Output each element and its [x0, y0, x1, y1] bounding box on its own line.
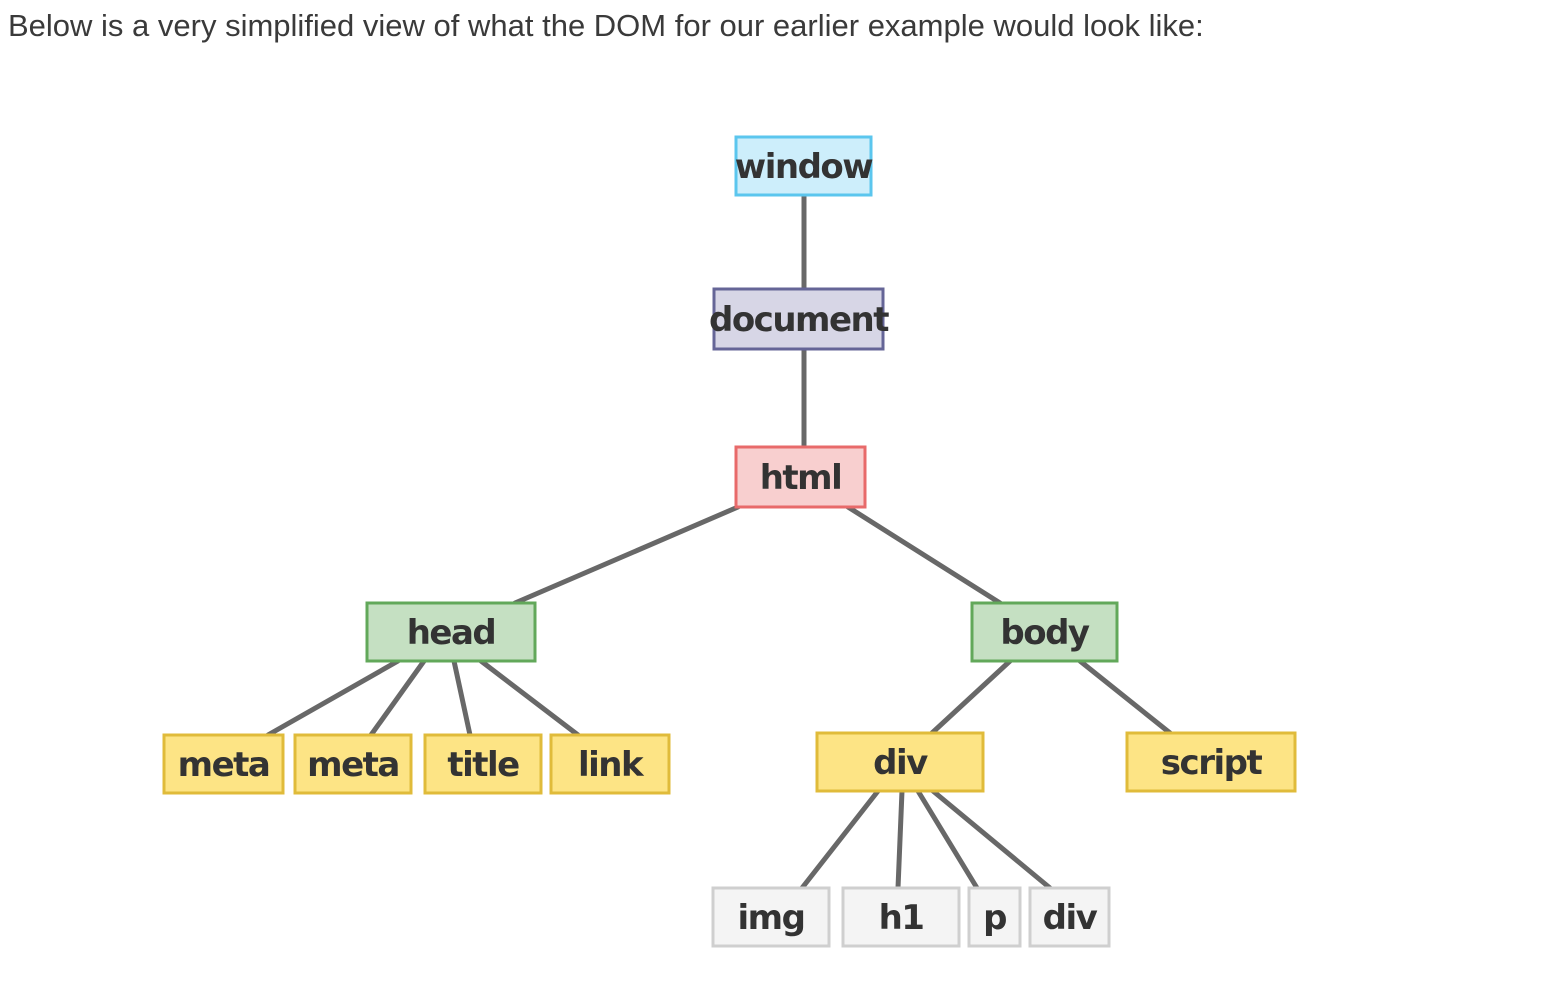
- edge-head-to-meta1: [265, 658, 401, 738]
- node-div2: div: [1028, 886, 1111, 948]
- node-label-h1: h1: [879, 898, 924, 938]
- node-meta2: meta: [293, 733, 413, 795]
- node-label-div1: div: [873, 743, 928, 783]
- node-html: html: [734, 445, 867, 509]
- edge-div1-to-p: [915, 788, 980, 891]
- node-box-link: [549, 733, 671, 795]
- edge-body-to-div1: [929, 658, 1013, 736]
- edge-div1-to-h1: [895, 788, 905, 891]
- node-title: title: [423, 733, 543, 795]
- node-document: document: [709, 287, 891, 351]
- node-label-img: img: [738, 898, 805, 938]
- edge-div1-to-img: [799, 788, 881, 891]
- node-div1: div: [815, 731, 985, 793]
- tree-edges: [265, 192, 1173, 891]
- node-box-body: [970, 601, 1119, 663]
- node-box-div2: [1028, 886, 1111, 948]
- node-box-title: [423, 733, 543, 795]
- node-box-html: [734, 445, 867, 509]
- node-box-head: [365, 601, 537, 663]
- node-body: body: [970, 601, 1119, 663]
- node-box-meta1: [162, 733, 285, 795]
- node-label-window: window: [735, 147, 873, 187]
- node-meta1: meta: [162, 733, 285, 795]
- node-label-link: link: [578, 745, 645, 785]
- edge-head-to-link: [478, 658, 581, 738]
- node-img: img: [711, 886, 831, 948]
- node-box-window: [734, 135, 873, 197]
- edge-div1-to-div2: [930, 788, 1053, 891]
- edge-html-to-body: [845, 504, 1003, 606]
- node-label-script: script: [1161, 743, 1263, 783]
- edge-head-to-meta2: [368, 658, 427, 738]
- node-window: window: [734, 135, 875, 197]
- node-label-meta1: meta: [178, 745, 270, 785]
- node-box-document: [712, 287, 885, 351]
- node-head: head: [365, 601, 537, 663]
- node-box-meta2: [293, 733, 413, 795]
- node-box-script: [1125, 731, 1297, 793]
- edge-body-to-script: [1077, 658, 1173, 736]
- node-p: p: [967, 886, 1022, 948]
- node-script: script: [1125, 731, 1297, 793]
- edge-head-to-title: [451, 658, 473, 738]
- node-box-p: [967, 886, 1022, 948]
- node-label-meta2: meta: [307, 745, 399, 785]
- intro-text: Below is a very simplified view of what …: [8, 8, 1204, 43]
- node-label-title: title: [447, 745, 519, 785]
- node-label-p: p: [983, 898, 1006, 938]
- node-box-img: [711, 886, 831, 948]
- node-label-body: body: [1000, 613, 1090, 653]
- tree-nodes: window document html head body meta meta title l…: [162, 135, 1297, 948]
- node-label-html: html: [760, 458, 842, 498]
- node-label-head: head: [407, 613, 496, 653]
- node-box-h1: [841, 886, 961, 948]
- edge-html-to-head: [512, 504, 741, 606]
- node-h1: h1: [841, 886, 961, 948]
- node-box-div1: [815, 731, 985, 793]
- node-label-div2: div: [1043, 898, 1098, 938]
- node-link: link: [549, 733, 671, 795]
- node-label-document: document: [709, 300, 889, 340]
